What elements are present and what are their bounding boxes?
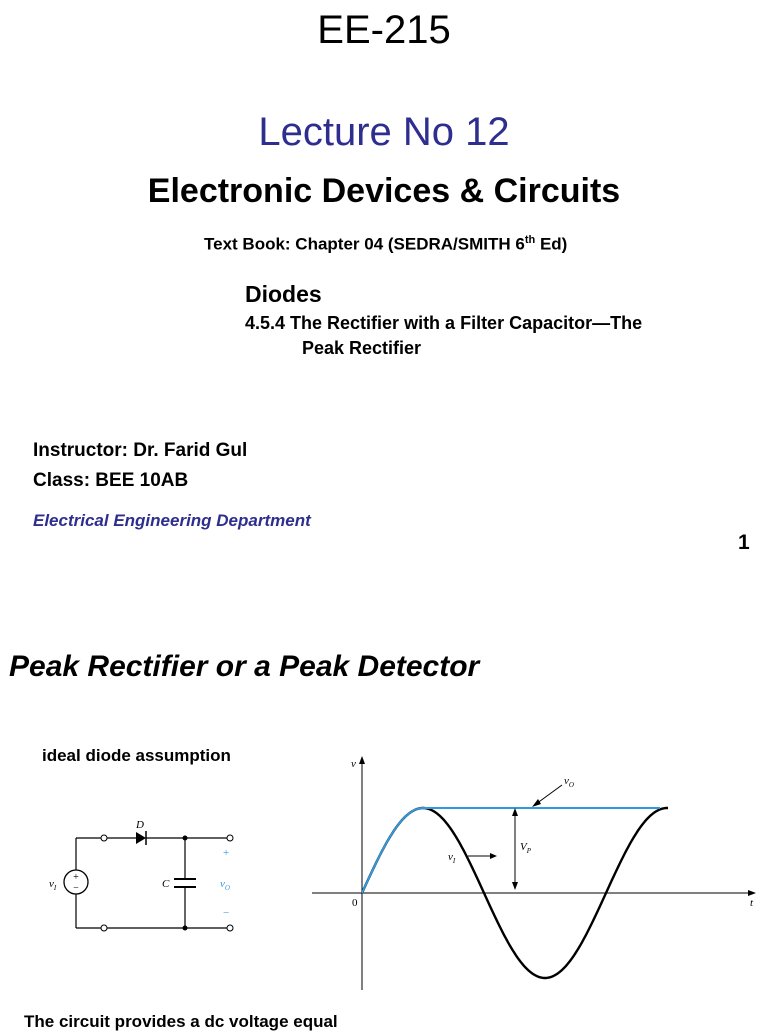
slide-title: Peak Rectifier or a Peak Detector <box>9 650 480 683</box>
page-number: 1 <box>738 531 750 554</box>
output-plus: + <box>223 847 229 859</box>
output-minus: − <box>223 907 229 919</box>
junction-dot <box>182 925 188 931</box>
x-axis-label: t <box>750 897 754 909</box>
topic-heading: Diodes <box>245 281 322 307</box>
textbook-end: Ed) <box>535 234 568 254</box>
section-title-line2: Peak Rectifier <box>302 338 422 358</box>
textbook-text: Text Book: Chapter 04 (SEDRA/SMITH 6 <box>204 234 525 254</box>
input-voltage-label: vI <box>49 878 57 892</box>
peak-rectifier-circuit: + − D C vI + vO − <box>49 819 234 932</box>
peak-rectifier-waveform: v t 0 VP vO vI <box>312 756 756 990</box>
textbook-edition-suffix: th <box>524 234 536 246</box>
assumption-label: ideal diode assumption <box>42 746 231 765</box>
subject-title: Electronic Devices & Circuits <box>147 172 621 210</box>
voltage-source-symbol <box>63 869 89 895</box>
partial-caption: The circuit provides a dc voltage equal <box>24 1012 338 1031</box>
instructor-name: Instructor: Dr. Farid Gul <box>33 440 248 461</box>
vo-annotation: vO <box>564 775 574 789</box>
y-axis-label: v <box>351 758 356 770</box>
vi-annotation: vI <box>448 851 456 865</box>
output-voltage-label: vO <box>220 878 230 892</box>
output-terminal <box>226 834 234 842</box>
diode-label: D <box>135 819 144 831</box>
lecture-number: Lecture No 12 <box>258 110 510 154</box>
source-minus: − <box>73 883 79 894</box>
terminal-node <box>100 924 108 932</box>
section-title-line1: 4.5.4 The Rectifier with a Filter Capaci… <box>245 313 643 333</box>
textbook-reference: Text Book: Chapter 04 (SEDRA/SMITH 6th E… <box>204 234 567 255</box>
capacitor-label: C <box>162 878 170 890</box>
course-code: EE-215 <box>317 8 451 52</box>
diode-symbol <box>136 832 146 844</box>
source-plus: + <box>73 872 79 883</box>
output-voltage-waveform <box>361 807 660 894</box>
peak-voltage-label: VP <box>520 841 532 855</box>
junction-dot <box>182 835 188 841</box>
department-name: Electrical Engineering Department <box>33 511 311 530</box>
terminal-node <box>100 834 108 842</box>
class-name: Class: BEE 10AB <box>33 470 189 491</box>
output-terminal <box>226 924 234 932</box>
origin-label: 0 <box>352 897 358 909</box>
